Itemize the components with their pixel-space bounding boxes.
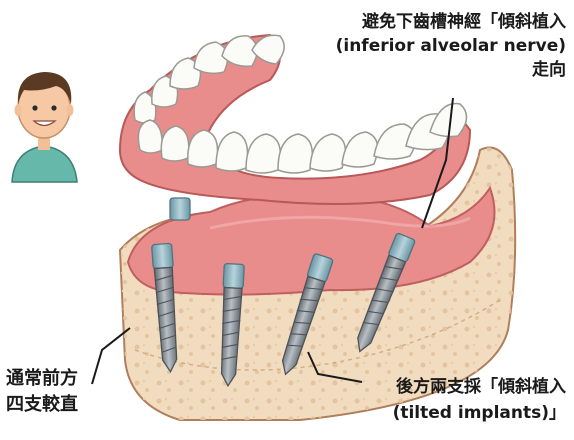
- front-implants-annotation: 通常前方 四支較直: [6, 366, 78, 418]
- patient-avatar: [3, 62, 81, 182]
- nerve-annotation: 避免下齒槽神經「傾斜植入 (inferior alveolar nerve) 走…: [336, 10, 566, 82]
- nerve-label-line3: 走向: [336, 58, 566, 82]
- front-label-line1: 通常前方: [6, 366, 78, 392]
- tilted-implants-annotation: 後方兩支採「傾斜植入 (tilted implants)」: [393, 374, 566, 426]
- front-label-line2: 四支較直: [6, 392, 78, 418]
- nerve-label-line2: (inferior alveolar nerve): [336, 34, 566, 58]
- tilted-label-line1: 後方兩支採「傾斜植入: [393, 374, 566, 400]
- tilted-label-line2: (tilted implants)」: [393, 400, 566, 426]
- nerve-label-line1: 避免下齒槽神經「傾斜植入: [336, 10, 566, 34]
- abutment-small: [170, 198, 190, 220]
